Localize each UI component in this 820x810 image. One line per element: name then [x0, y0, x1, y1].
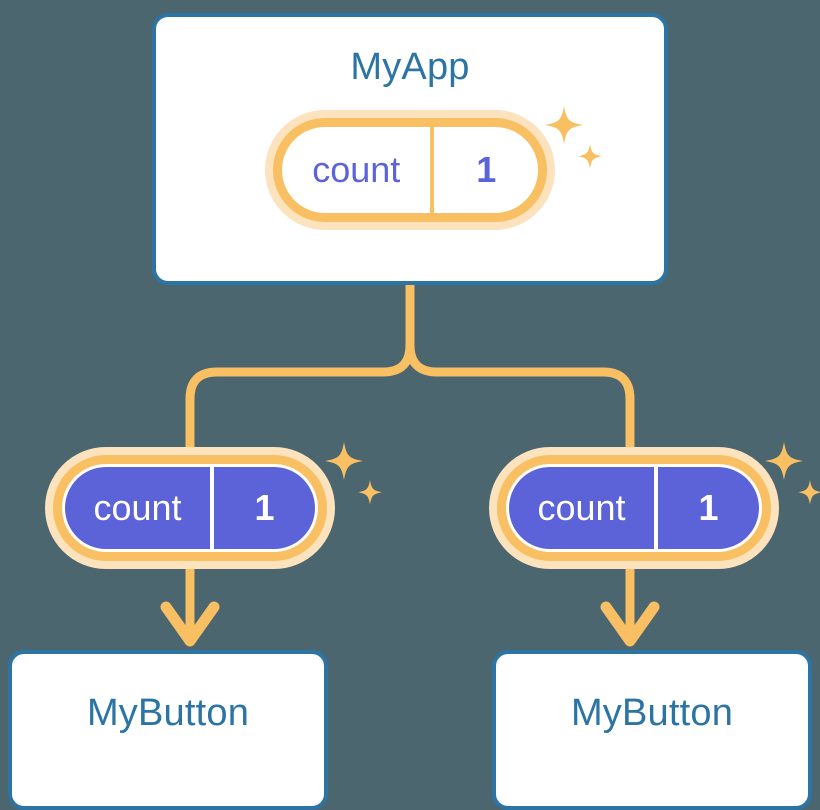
state-pill-myapp[interactable]: count 1	[265, 110, 555, 230]
state-pill-body: count 1	[65, 467, 315, 549]
state-divider	[430, 127, 435, 213]
state-pill-child-right[interactable]: count 1	[489, 447, 779, 569]
state-pill-ring: count 1	[53, 455, 327, 561]
state-key: count	[312, 149, 401, 190]
state-divider	[654, 467, 658, 549]
state-value: 1	[254, 487, 275, 528]
component-title-myapp: MyApp	[350, 46, 470, 88]
state-divider	[210, 467, 214, 549]
component-title-mybutton-right: MyButton	[570, 692, 734, 734]
component-card-mybutton-right[interactable]: MyButton	[492, 650, 812, 810]
component-card-mybutton-left[interactable]: MyButton	[8, 650, 328, 810]
state-value: 1	[476, 149, 497, 190]
state-pill-ring: count 1	[497, 455, 771, 561]
state-pill-ring: count 1	[273, 118, 547, 222]
state-pill-child-left[interactable]: count 1	[45, 447, 335, 569]
state-value: 1	[698, 487, 719, 528]
state-key: count	[93, 487, 182, 528]
diagram-canvas: MyApp count 1 count 1 MyBu	[8, 13, 820, 810]
state-pill-body: count 1	[509, 467, 759, 549]
component-title-mybutton-left: MyButton	[86, 692, 250, 734]
state-key: count	[537, 487, 626, 528]
